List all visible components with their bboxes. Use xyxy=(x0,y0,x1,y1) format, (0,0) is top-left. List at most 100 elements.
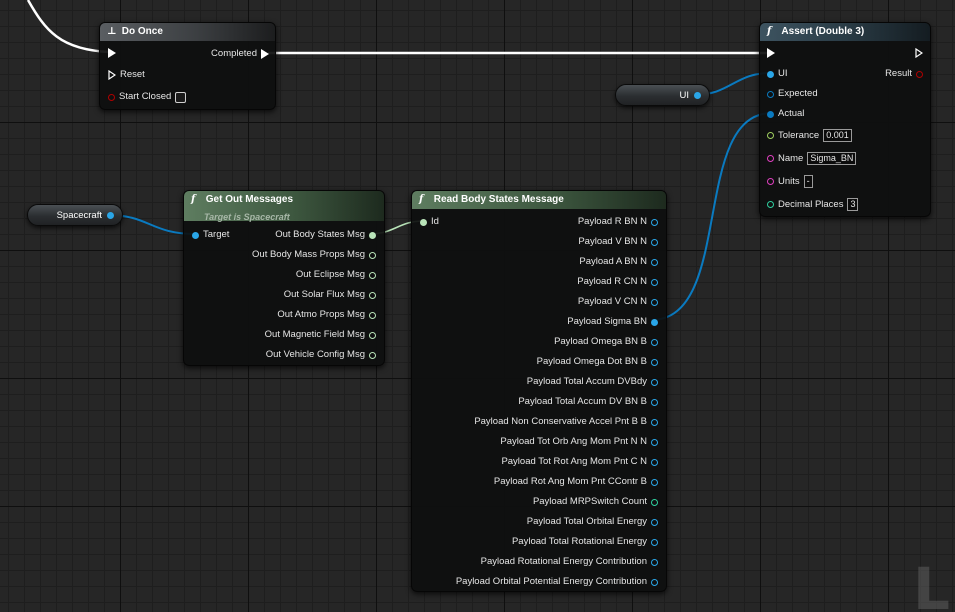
assert-actual-pin[interactable]: Actual xyxy=(767,108,804,120)
output-pin-label: Payload V CN N xyxy=(577,296,647,307)
read-body-states-output-pin[interactable]: Payload R BN N xyxy=(578,216,658,228)
read-body-states-output-pin[interactable]: Payload Tot Rot Ang Mom Pnt C N xyxy=(501,456,658,468)
decimal-places-label: Decimal Places xyxy=(778,198,844,210)
exec-in-icon xyxy=(108,48,116,58)
assert-tolerance-pin[interactable]: Tolerance 0.001 xyxy=(767,129,852,142)
get-out-messages-output-pin[interactable]: Out Body States Msg xyxy=(275,229,376,241)
get-out-messages-output-pin[interactable]: Out Vehicle Config Msg xyxy=(266,349,376,361)
output-pin-label: Payload Omega Dot BN B xyxy=(536,356,647,367)
tolerance-label: Tolerance xyxy=(778,129,820,141)
exec-wire-incoming[interactable] xyxy=(26,0,111,54)
output-pin-icon xyxy=(651,358,658,366)
output-pin-icon xyxy=(369,231,376,239)
read-body-states-output-pin[interactable]: Payload Sigma BN xyxy=(567,316,658,328)
output-pin-label: Payload Total Rotational Energy xyxy=(511,536,647,547)
function-icon: f xyxy=(419,194,424,205)
name-input[interactable]: Sigma_BN xyxy=(807,152,857,165)
struct-pin-icon[interactable] xyxy=(107,211,114,219)
expected-label: Expected xyxy=(778,88,818,99)
ui-variable-node[interactable]: UI xyxy=(615,84,710,106)
spacecraft-variable-node[interactable]: Spacecraft xyxy=(27,204,123,226)
get-out-messages-output-pin[interactable]: Out Solar Flux Msg xyxy=(284,289,376,301)
units-input[interactable]: - xyxy=(803,175,813,188)
decimal-places-input[interactable]: 3 xyxy=(847,198,859,211)
read-body-states-output-pin[interactable]: Payload R CN N xyxy=(577,276,658,288)
start-closed-checkbox[interactable] xyxy=(175,91,187,103)
output-pin-label: Payload Omega BN B xyxy=(554,336,647,347)
do-once-header[interactable]: ⊥ Do Once xyxy=(100,23,275,41)
do-once-exec-in-pin[interactable] xyxy=(108,48,116,58)
tolerance-input[interactable]: 0.001 xyxy=(823,129,852,142)
flow-icon: ⊥ xyxy=(107,26,117,37)
do-once-completed-pin[interactable]: Completed xyxy=(211,48,269,60)
output-pin-label: Payload Non Conservative Accel Pnt B B xyxy=(474,416,647,427)
function-icon: f xyxy=(191,194,196,205)
output-pin-icon xyxy=(651,478,658,486)
get-out-messages-output-pin[interactable]: Out Body Mass Props Msg xyxy=(252,249,376,261)
read-body-states-node[interactable]: f Read Body States Message Id Payload R … xyxy=(411,190,667,592)
get-out-messages-output-pin[interactable]: Out Magnetic Field Msg xyxy=(265,329,376,341)
output-pin-icon xyxy=(651,558,658,566)
output-pin-label: Payload Sigma BN xyxy=(567,316,647,327)
output-pin-label: Payload MRPSwitch Count xyxy=(532,496,647,507)
assert-units-pin[interactable]: Units - xyxy=(767,175,813,188)
assert-exec-in-pin[interactable] xyxy=(767,48,775,58)
read-body-states-output-pin[interactable]: Payload Total Orbital Energy xyxy=(527,516,658,528)
read-body-states-output-pin[interactable]: Payload Total Accum DV BN B xyxy=(518,396,658,408)
read-body-states-output-pin[interactable]: Payload Non Conservative Accel Pnt B B xyxy=(474,416,658,428)
output-pin-icon xyxy=(651,498,658,506)
output-pin-icon xyxy=(651,338,658,346)
assert-title: Assert (Double 3) xyxy=(781,26,865,37)
read-body-states-output-pin[interactable]: Payload Orbital Potential Energy Contrib… xyxy=(456,576,658,588)
output-pin-icon xyxy=(651,278,658,286)
output-pin-label: Payload Rot Ang Mom Pnt CContr B xyxy=(493,476,647,487)
read-body-states-output-pin[interactable]: Payload A BN N xyxy=(579,256,658,268)
read-body-states-output-pin[interactable]: Payload Omega BN B xyxy=(554,336,658,348)
struct-pin-icon xyxy=(767,70,774,78)
read-body-states-output-pin[interactable]: Payload Tot Orb Ang Mom Pnt N N xyxy=(500,436,658,448)
do-once-start-closed-pin[interactable]: Start Closed xyxy=(108,91,187,103)
read-body-states-output-pin[interactable]: Payload V BN N xyxy=(578,236,658,248)
get-out-messages-output-pin[interactable]: Out Eclipse Msg xyxy=(296,269,376,281)
read-body-states-output-pin[interactable]: Payload Rotational Energy Contribution xyxy=(481,556,658,568)
output-pin-label: Out Body Mass Props Msg xyxy=(252,249,365,260)
do-once-reset-pin[interactable]: Reset xyxy=(108,69,145,81)
read-body-states-output-pin[interactable]: Payload Rot Ang Mom Pnt CContr B xyxy=(494,476,658,488)
read-body-states-output-pin[interactable]: Payload Total Accum DVBdy xyxy=(527,376,658,388)
output-pin-icon xyxy=(651,378,658,386)
read-body-states-output-pin[interactable]: Payload MRPSwitch Count xyxy=(533,496,658,508)
read-body-states-header[interactable]: f Read Body States Message xyxy=(412,191,666,209)
read-body-states-output-pin[interactable]: Payload V CN N xyxy=(578,296,658,308)
output-pin-label: Payload V BN N xyxy=(578,236,647,247)
get-out-messages-header[interactable]: f Get Out Messages Target is Spacecraft xyxy=(184,191,384,222)
assert-decimal-places-pin[interactable]: Decimal Places 3 xyxy=(767,198,859,211)
output-pin-label: Payload A BN N xyxy=(579,256,647,267)
read-body-states-output-pin[interactable]: Payload Omega Dot BN B xyxy=(537,356,658,368)
assert-exec-out-pin[interactable] xyxy=(915,48,923,58)
output-pin-icon xyxy=(369,311,376,319)
output-pin-label: Payload Total Accum DVBdy xyxy=(526,376,647,387)
read-body-states-output-pin[interactable]: Payload Total Rotational Energy xyxy=(512,536,658,548)
output-pin-label: Out Solar Flux Msg xyxy=(283,289,365,300)
get-out-messages-output-pin[interactable]: Out Atmo Props Msg xyxy=(277,309,376,321)
get-out-messages-node[interactable]: f Get Out Messages Target is Spacecraft … xyxy=(183,190,385,366)
wire-sigma-to-actual[interactable] xyxy=(650,112,773,321)
assert-header[interactable]: f Assert (Double 3) xyxy=(760,23,930,41)
watermark-logo: LI xyxy=(913,560,955,612)
output-pin-label: Payload Orbital Potential Energy Contrib… xyxy=(455,576,647,587)
struct-pin-icon[interactable] xyxy=(694,91,701,99)
output-pin-label: Out Atmo Props Msg xyxy=(277,309,365,320)
function-icon: f xyxy=(767,26,772,37)
assert-name-pin[interactable]: Name Sigma_BN xyxy=(767,152,857,165)
output-pin-icon xyxy=(369,291,376,299)
assert-ui-pin[interactable]: UI xyxy=(767,68,788,80)
assert-node[interactable]: f Assert (Double 3) UI Result Expected A… xyxy=(759,22,931,217)
assert-expected-pin[interactable]: Expected xyxy=(767,88,818,100)
output-pin-label: Payload Tot Rot Ang Mom Pnt C N xyxy=(501,456,647,467)
ui-variable-label: UI xyxy=(679,89,690,101)
output-pin-label: Payload R BN N xyxy=(577,216,647,227)
assert-result-pin[interactable]: Result xyxy=(885,68,923,80)
do-once-node[interactable]: ⊥ Do Once Completed Reset Start Closed xyxy=(99,22,276,110)
read-body-states-id-pin[interactable]: Id xyxy=(420,216,439,228)
get-out-messages-target-pin[interactable]: Target xyxy=(192,229,229,241)
